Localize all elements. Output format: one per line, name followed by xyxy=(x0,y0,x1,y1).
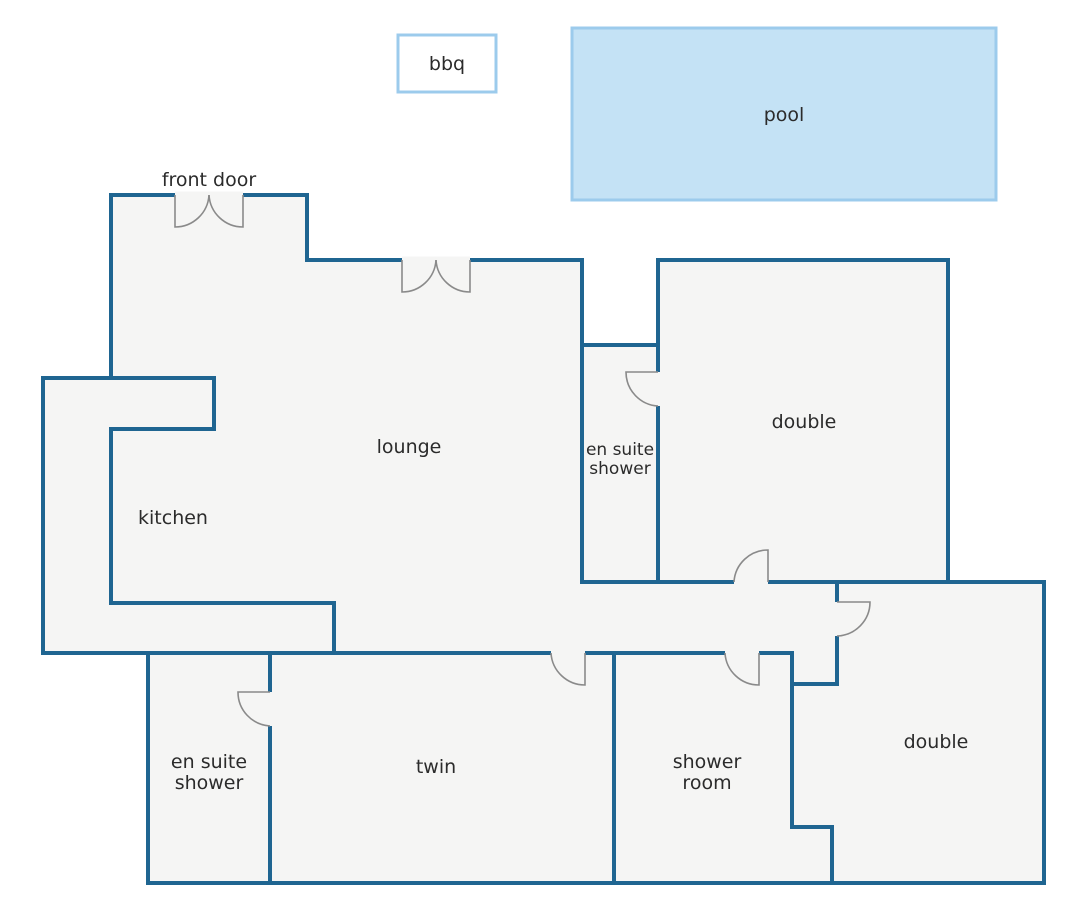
shower-room-label-1: shower xyxy=(673,751,742,773)
ensuite-door-icon xyxy=(625,371,659,407)
ensuite2-label-1: en suite xyxy=(171,751,247,773)
double1-door-icon xyxy=(733,549,769,583)
lounge-door-icon xyxy=(401,259,471,293)
double-2-label: double xyxy=(904,731,969,753)
front-door-icon xyxy=(174,194,244,228)
twin-label: twin xyxy=(416,756,456,778)
shower-room-label-2: room xyxy=(682,772,731,794)
ensuite-label-2: shower xyxy=(589,459,650,479)
bbq-area xyxy=(396,33,498,94)
lounge-right-wall xyxy=(580,345,948,584)
ensuite2-label-2: shower xyxy=(175,772,244,794)
showerroom-door-icon xyxy=(724,652,760,686)
ensuite2-door-icon xyxy=(237,691,271,727)
double2-door-icon xyxy=(836,601,871,637)
kitchen-label: kitchen xyxy=(138,507,208,529)
front-door-label: front door xyxy=(162,169,257,191)
twin-door-icon xyxy=(550,652,586,686)
kitchen-counter-wall xyxy=(109,376,336,653)
bbq-label: bbq xyxy=(429,53,465,75)
showerroom-double-divider xyxy=(790,684,834,883)
pool-area xyxy=(570,26,998,202)
pool-label: pool xyxy=(764,104,805,126)
lounge-label: lounge xyxy=(377,436,442,458)
double-1-label: double xyxy=(772,411,837,433)
ensuite-label-1: en suite xyxy=(586,440,654,460)
